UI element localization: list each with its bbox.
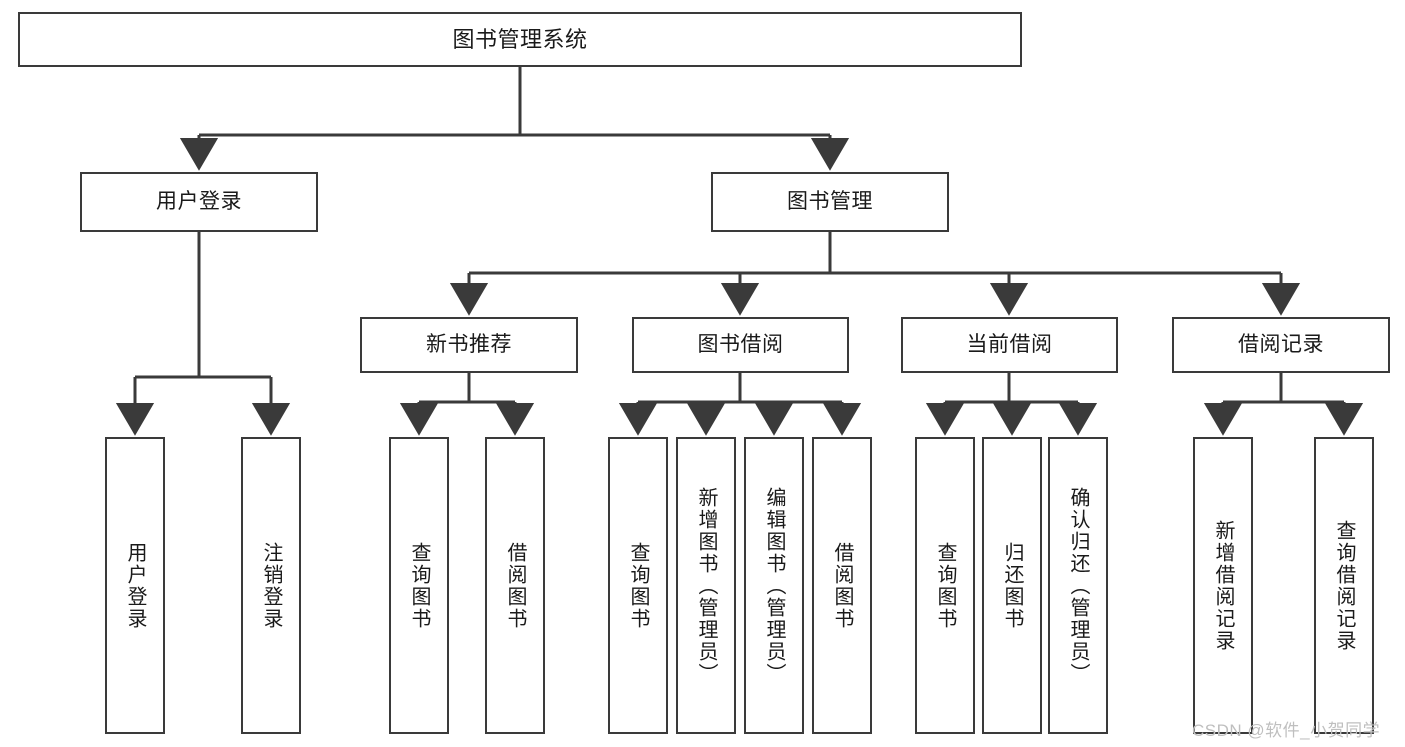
node-leaf-query-book-current[interactable]: 查询图书 (915, 437, 975, 734)
node-label: 借阅图书 (831, 541, 853, 630)
node-borrowing-record[interactable]: 借阅记录 (1172, 317, 1390, 373)
node-leaf-add-borrow-record[interactable]: 新增借阅记录 (1193, 437, 1253, 734)
node-leaf-add-book-admin[interactable]: 新增图书（管理员） (676, 437, 736, 734)
node-label: 用户登录 (156, 189, 242, 213)
node-label: 新增借阅记录 (1212, 519, 1234, 652)
node-label: 归还图书 (1001, 541, 1023, 630)
node-leaf-confirm-return-admin[interactable]: 确认归还（管理员） (1048, 437, 1108, 734)
node-label: 图书管理系统 (452, 26, 588, 52)
node-root-book-management-system[interactable]: 图书管理系统 (18, 12, 1022, 67)
node-book-borrowing[interactable]: 图书借阅 (632, 317, 849, 373)
node-label: 借阅记录 (1238, 332, 1324, 356)
node-new-book-recommendation[interactable]: 新书推荐 (360, 317, 578, 373)
node-label: 用户登录 (124, 541, 146, 630)
node-leaf-edit-book-admin[interactable]: 编辑图书（管理员） (744, 437, 804, 734)
node-label: 查询图书 (408, 541, 430, 630)
node-current-borrowing[interactable]: 当前借阅 (901, 317, 1118, 373)
node-label: 新增图书（管理员） (695, 486, 717, 685)
watermark-csdn: CSDN @软件_小贺同学 (1192, 721, 1381, 740)
node-label: 当前借阅 (966, 332, 1053, 356)
node-label: 查询图书 (934, 541, 956, 630)
node-book-management[interactable]: 图书管理 (711, 172, 949, 232)
node-leaf-query-book-borrow[interactable]: 查询图书 (608, 437, 668, 734)
node-label: 查询借阅记录 (1333, 519, 1355, 652)
node-label: 借阅图书 (504, 541, 526, 630)
node-label: 注销登录 (260, 541, 282, 630)
node-leaf-logout[interactable]: 注销登录 (241, 437, 301, 734)
node-label: 图书管理 (787, 189, 873, 213)
node-label: 编辑图书（管理员） (763, 486, 785, 685)
node-user-login[interactable]: 用户登录 (80, 172, 318, 232)
node-leaf-return-book[interactable]: 归还图书 (982, 437, 1042, 734)
node-leaf-borrow-book-new[interactable]: 借阅图书 (485, 437, 545, 734)
node-leaf-query-borrow-record[interactable]: 查询借阅记录 (1314, 437, 1374, 734)
node-label: 图书借阅 (697, 332, 784, 356)
node-leaf-query-book-new[interactable]: 查询图书 (389, 437, 449, 734)
node-label: 新书推荐 (426, 332, 512, 356)
node-label: 查询图书 (627, 541, 649, 630)
node-leaf-user-login[interactable]: 用户登录 (105, 437, 165, 734)
node-label: 确认归还（管理员） (1067, 486, 1089, 685)
node-leaf-borrow-book[interactable]: 借阅图书 (812, 437, 872, 734)
